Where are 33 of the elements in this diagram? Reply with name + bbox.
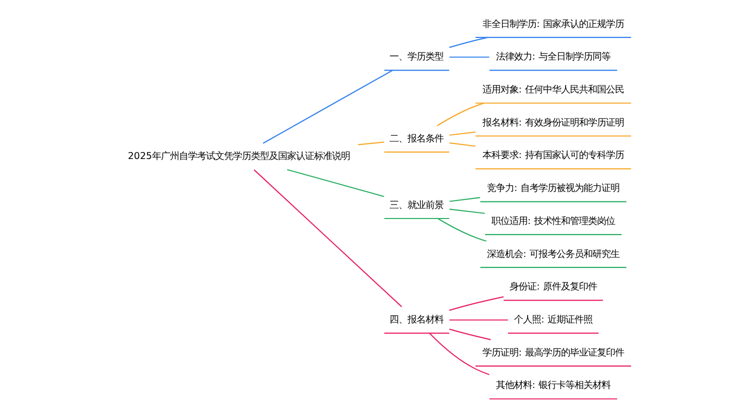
node-text: 身份证: 原件及复印件 [509,282,596,293]
connector [448,296,504,311]
node-text: 其他材料: 银行卡等相关材料 [496,380,610,392]
node-text: 个人照: 近期证件照 [514,314,592,326]
connector [428,332,489,376]
connector [448,36,488,48]
node-text: 学历证明: 最高学历的毕业证复印件 [482,347,624,358]
connector [448,208,484,214]
connector [448,328,490,340]
node-text: 深造机会: 可报考公务员和研究生 [486,248,619,260]
connector [448,197,480,202]
node-text: 职位适用: 技术性和管理类岗位 [491,216,614,227]
connector [262,70,392,144]
connector [357,142,384,146]
connector [449,319,508,321]
connector [286,169,384,198]
connector [449,56,489,58]
connector [253,169,402,308]
connector [436,102,484,126]
node-text: 报名材料: 有效身份证明和学历证明 [482,117,624,128]
node-text: 竞争力: 自考学历被视为能力证明 [486,183,619,194]
node-text: 四、报名材料 [389,314,444,326]
connector [437,218,486,242]
node-text: 本科要求: 持有国家认可的专科学历 [482,150,624,162]
node-text: 非全日制学历: 国家承认的正规学历 [482,18,624,30]
node-text: 三、就业前景 [389,200,444,211]
node-text: 2025年广州自学考试文凭学历类型及国家认证标准说明 [127,150,350,162]
connector [448,142,476,147]
connector [448,131,476,136]
node-text: 一、学历类型 [389,52,444,63]
node-text: 二、报名条件 [389,133,444,144]
node-text: 法律效力: 与全日制学历同等 [496,52,610,63]
node-text: 适用对象: 任何中华人民共和国公民 [482,84,624,96]
